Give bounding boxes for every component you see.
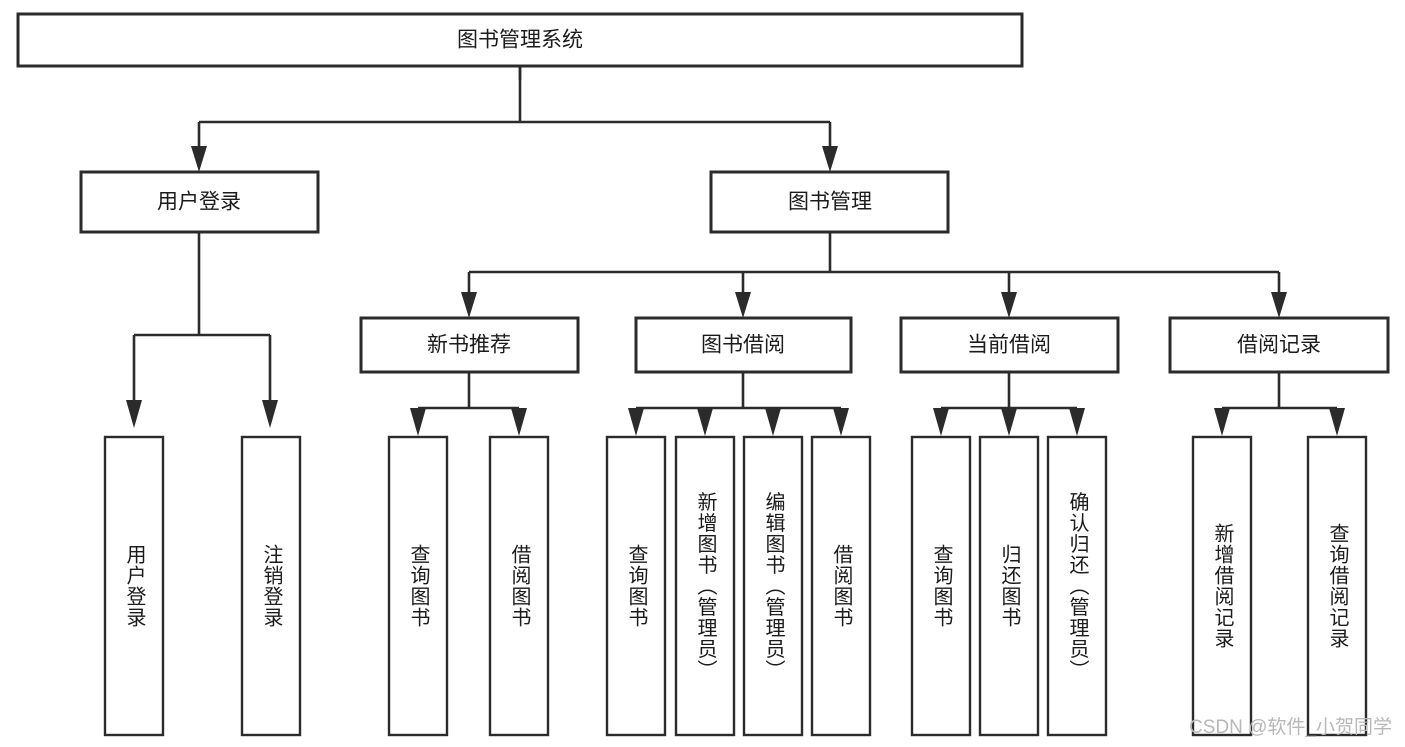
node-leaf-user-login-label: 用户登录 (123, 544, 146, 628)
csdn-watermark: CSDN @软件_小贺同学 (1189, 716, 1392, 738)
node-leaf-user-logout-box[interactable] (240, 435, 302, 737)
node-user-login-label: 用户登录 (157, 191, 241, 214)
arrow-user-login (191, 146, 207, 172)
arrow-leaf-user-logout (262, 400, 278, 428)
node-leaf-borrow-book-2-box[interactable] (810, 435, 872, 737)
node-leaf-user-logout-label: 注销登录 (260, 544, 283, 628)
node-new-book-rec-label: 新书推荐 (427, 334, 511, 357)
node-root-box[interactable] (16, 12, 1024, 68)
node-leaf-query-book-3-box[interactable] (910, 435, 972, 737)
node-leaf-borrow-book-1[interactable]: 借阅图书 (488, 435, 550, 737)
node-user-login[interactable]: 用户登录 (79, 170, 320, 234)
node-book-borrow-label: 图书借阅 (701, 334, 785, 357)
node-leaf-query-record-label: 查询借阅记录 (1326, 523, 1349, 649)
arrow-leaf-query-record (1329, 408, 1345, 436)
arrow-leaf-query-book-3 (933, 408, 949, 436)
node-leaf-add-book[interactable]: 新增图书（管理员） (674, 435, 736, 737)
node-leaf-confirm-return[interactable]: 确认归还（管理员） (1046, 435, 1108, 737)
arrow-leaf-add-book (697, 408, 713, 436)
arrow-leaf-query-book-2 (628, 408, 644, 436)
arrow-leaf-return-book (1001, 408, 1017, 436)
node-borrow-record-box[interactable] (1168, 316, 1390, 374)
node-leaf-edit-book-label: 编辑图书（管理员） (762, 491, 785, 680)
node-borrow-record[interactable]: 借阅记录 (1168, 316, 1390, 374)
node-leaf-add-book-label: 新增图书（管理员） (694, 491, 717, 680)
node-borrow-record-label: 借阅记录 (1237, 334, 1321, 357)
node-leaf-query-book-3-label: 查询图书 (930, 544, 953, 628)
node-new-book-rec-box[interactable] (359, 316, 580, 374)
node-book-manage-box[interactable] (709, 170, 950, 234)
node-leaf-user-login-box[interactable] (103, 435, 165, 737)
node-leaf-query-book-2-label: 查询图书 (625, 544, 648, 628)
arrow-leaf-borrow-book-2 (833, 408, 849, 436)
node-new-book-rec[interactable]: 新书推荐 (359, 316, 580, 374)
node-book-borrow[interactable]: 图书借阅 (634, 316, 853, 374)
node-book-borrow-box[interactable] (634, 316, 853, 374)
node-leaf-borrow-book-1-label: 借阅图书 (508, 544, 531, 628)
node-leaf-query-book-3[interactable]: 查询图书 (910, 435, 972, 737)
arrow-borrow-record (1271, 292, 1287, 318)
node-root-label: 图书管理系统 (457, 29, 583, 52)
node-leaf-confirm-return-box[interactable] (1046, 435, 1108, 737)
node-leaf-add-record-box[interactable] (1191, 435, 1253, 737)
arrow-current-borrow (1001, 292, 1017, 318)
arrow-leaf-add-record (1214, 408, 1230, 436)
node-leaf-query-record-box[interactable] (1306, 435, 1368, 737)
arrow-book-manage (822, 146, 838, 172)
node-leaf-query-book-2-box[interactable] (605, 435, 667, 737)
node-leaf-user-login[interactable]: 用户登录 (103, 435, 165, 737)
node-leaf-return-book-label: 归还图书 (998, 544, 1021, 628)
node-current-borrow-label: 当前借阅 (967, 334, 1051, 357)
node-leaf-borrow-book-2-label: 借阅图书 (830, 544, 853, 628)
node-leaf-confirm-return-label: 确认归还（管理员） (1066, 491, 1089, 680)
node-root[interactable]: 图书管理系统 (16, 12, 1024, 68)
arrow-leaf-edit-book (765, 408, 781, 436)
node-leaf-borrow-book-2[interactable]: 借阅图书 (810, 435, 872, 737)
arrow-book-borrow (735, 292, 751, 318)
node-leaf-borrow-book-1-box[interactable] (488, 435, 550, 737)
node-leaf-user-logout[interactable]: 注销登录 (240, 435, 302, 737)
node-leaf-query-book-1-label: 查询图书 (407, 544, 430, 628)
node-leaf-query-record[interactable]: 查询借阅记录 (1306, 435, 1368, 737)
node-leaf-query-book-1-box[interactable] (387, 435, 449, 737)
node-leaf-edit-book-box[interactable] (742, 435, 804, 737)
node-user-login-box[interactable] (79, 170, 320, 234)
node-book-manage[interactable]: 图书管理 (709, 170, 950, 234)
node-book-manage-label: 图书管理 (788, 191, 872, 214)
arrow-leaf-confirm-return (1069, 408, 1085, 436)
node-current-borrow-box[interactable] (899, 316, 1120, 374)
node-leaf-edit-book[interactable]: 编辑图书（管理员） (742, 435, 804, 737)
node-leaf-add-book-box[interactable] (674, 435, 736, 737)
node-leaf-add-record-label: 新增借阅记录 (1211, 523, 1234, 649)
node-current-borrow[interactable]: 当前借阅 (899, 316, 1120, 374)
arrow-new-book-rec (461, 292, 477, 318)
arrow-leaf-borrow-book-1 (511, 408, 527, 436)
node-leaf-return-book[interactable]: 归还图书 (978, 435, 1040, 737)
arrow-leaf-user-login (126, 400, 142, 428)
node-leaf-add-record[interactable]: 新增借阅记录 (1191, 435, 1253, 737)
node-leaf-return-book-box[interactable] (978, 435, 1040, 737)
node-leaf-query-book-1[interactable]: 查询图书 (387, 435, 449, 737)
arrow-leaf-query-book-1 (410, 408, 426, 436)
node-leaf-query-book-2[interactable]: 查询图书 (605, 435, 667, 737)
